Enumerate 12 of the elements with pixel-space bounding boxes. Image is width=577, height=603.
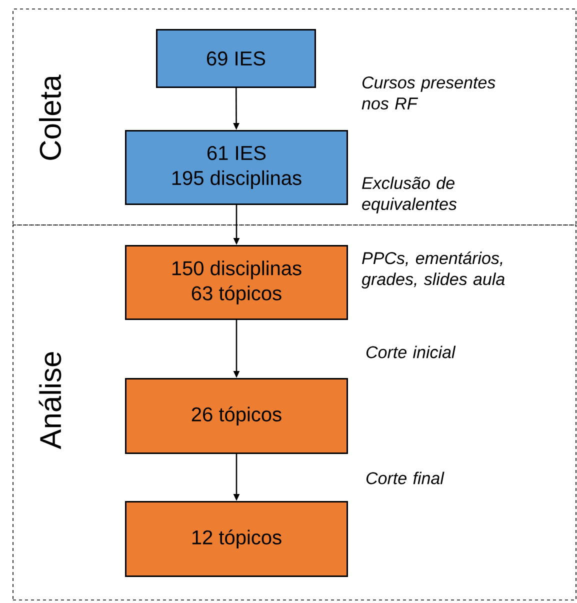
note-text: Corte final	[366, 472, 444, 484]
process-box: 12 tópicos	[125, 501, 348, 577]
note-text: Corte inicial	[366, 346, 456, 358]
process-box: 61 IES 195 disciplinas	[125, 130, 348, 205]
process-box: 69 IES	[156, 29, 316, 88]
note-text: Exclusão de equivalentes	[362, 176, 457, 214]
section-heading: Análise	[38, 352, 62, 450]
process-box: 26 tópicos	[125, 378, 348, 454]
section-heading: Coleta	[38, 74, 62, 160]
note-text: PPCs, ementários, grades, slides aula	[362, 251, 505, 289]
note-text: Cursos presentes nos RF	[362, 76, 496, 110]
process-box: 150 disciplinas 63 tópicos	[125, 245, 348, 320]
